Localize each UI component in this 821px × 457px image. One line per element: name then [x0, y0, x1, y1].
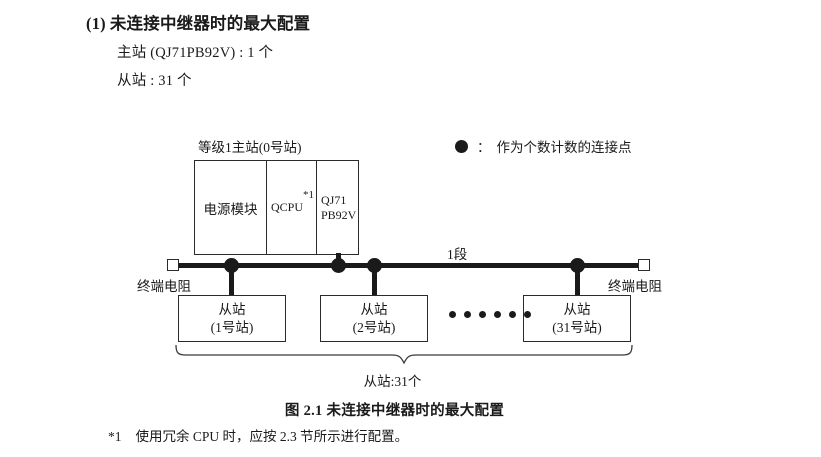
filled-circle-icon	[455, 139, 468, 153]
connection-node-master	[331, 258, 346, 273]
ellipsis-dot	[494, 311, 501, 318]
connection-node-slave1	[224, 258, 239, 273]
terminator-right-label: 终端电阻	[608, 279, 662, 294]
ellipsis-dot	[464, 311, 471, 318]
rack-cell-cpu: QCPU *1	[267, 161, 317, 254]
connection-node-slave31	[570, 258, 585, 273]
slave-station-31: (31号站)	[552, 319, 602, 335]
network-module-label-line2: PB92V	[321, 207, 357, 222]
slave-name-1: 从站	[218, 302, 246, 318]
ellipsis-dot	[509, 311, 516, 318]
slave-station-box-31: 从站 (31号站)	[523, 295, 631, 342]
terminator-right-icon	[638, 259, 650, 271]
spec-master-count: 主站 (QJ71PB92V) : 1 个	[117, 45, 274, 61]
legend-colon: ：	[477, 140, 491, 155]
drop-line-slave2	[372, 266, 377, 296]
legend-label: 作为个数计数的连接点	[496, 140, 632, 155]
footnote-text: 使用冗余 CPU 时，应按 2.3 节所示进行配置。	[135, 429, 409, 444]
spec-slave-count: 从站 : 31 个	[117, 73, 192, 89]
rack-cell-network-module: QJ71 PB92V	[317, 161, 358, 254]
section-title: 未连接中继器时的最大配置	[109, 14, 311, 33]
connection-node-slave2	[367, 258, 382, 273]
brace-icon	[175, 344, 633, 364]
slave-station-1: (1号站)	[210, 319, 254, 335]
slave-name-31: 从站	[563, 302, 591, 318]
ellipsis-dot	[449, 311, 456, 318]
brace-label: 从站:31个	[363, 374, 422, 389]
footnote: *1 使用冗余 CPU 时，应按 2.3 节所示进行配置。	[108, 425, 408, 445]
legend: ： 作为个数计数的连接点	[455, 136, 632, 156]
cpu-footnote-mark: *1	[303, 189, 314, 201]
master-station-label: 等级1主站(0号站)	[198, 140, 302, 155]
terminator-left-icon	[167, 259, 179, 271]
slave-station-box-1: 从站 (1号站)	[178, 295, 286, 342]
figure-caption: 图 2.1 未连接中继器时的最大配置	[284, 403, 505, 419]
bus-line	[177, 263, 639, 268]
footnote-mark: *1	[108, 429, 122, 444]
ellipsis-dot	[479, 311, 486, 318]
cpu-label: QCPU	[271, 200, 304, 214]
slave-name-2: 从站	[360, 302, 388, 318]
figure-caption-wrapper: 图 2.1 未连接中继器时的最大配置	[0, 399, 821, 420]
section-number: (1)	[86, 14, 106, 33]
slave-station-2: (2号站)	[352, 319, 396, 335]
rack-cell-power-supply: 电源模块	[195, 161, 267, 254]
drop-line-slave1	[229, 266, 234, 296]
terminator-left-label: 终端电阻	[137, 279, 191, 294]
master-rack: 电源模块 QCPU *1 QJ71 PB92V	[194, 160, 359, 255]
brace-label-wrapper: 从站:31个	[0, 370, 821, 390]
drop-line-slave31	[575, 266, 580, 296]
segment-label: 1段	[447, 247, 468, 262]
power-supply-label: 电源模块	[203, 201, 258, 217]
ellipsis-dot	[524, 311, 531, 318]
section-heading: (1)未连接中继器时的最大配置	[86, 10, 310, 34]
network-module-label-line1: QJ71	[321, 192, 347, 207]
ellipsis-dots	[449, 311, 531, 318]
slave-station-box-2: 从站 (2号站)	[320, 295, 428, 342]
